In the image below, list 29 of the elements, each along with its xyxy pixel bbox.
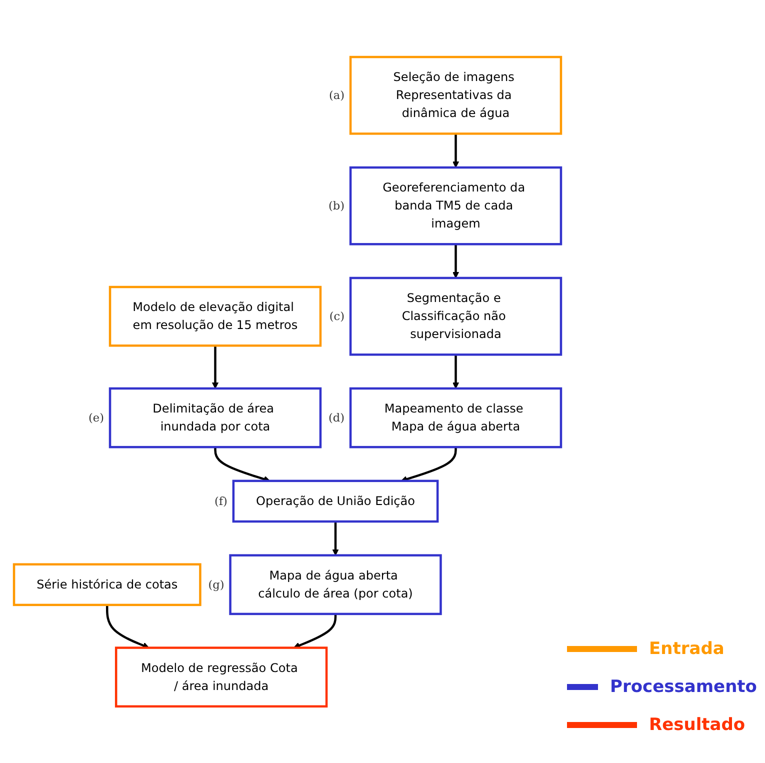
node-box: Série histórica de cotas (12, 563, 202, 606)
step-letter: (f) (214, 494, 228, 508)
node-box: Georeferenciamento da banda TM5 de cada imagem (349, 166, 562, 246)
arrow (214, 446, 270, 482)
node-box: Modelo de elevação digital em resolução de 15 metros (108, 286, 322, 347)
arrow (212, 345, 219, 389)
arrow (332, 521, 339, 556)
step-letter: (e) (88, 411, 104, 424)
arrow (106, 604, 150, 648)
arrow (293, 614, 337, 648)
arrow (452, 133, 460, 168)
step-letter: (a) (329, 88, 345, 102)
node-box: Mapeamento de classe Mapa de água aberta (349, 387, 562, 448)
step-letter: (g) (208, 578, 224, 592)
node-box: Mapa de água aberta cálculo de área (por cota) (229, 554, 442, 615)
node-box: Modelo de regressão Cota / área inundada (114, 646, 328, 708)
legend-label: Processamento (610, 677, 757, 697)
legend-label: Entrada (649, 639, 724, 659)
step-letter: (b) (328, 199, 345, 212)
node-box: Seleção de imagens Representativas da dinâmica de água (349, 56, 562, 135)
node-box: Segmentação e Classificação não supervisionada (349, 276, 562, 356)
arrow (400, 446, 457, 482)
step-letter: (c) (329, 310, 345, 323)
node-box: Operação de União Edição (232, 480, 439, 522)
arrow (452, 354, 460, 389)
step-letter: (d) (328, 411, 345, 424)
legend-label: Resultado (649, 715, 746, 735)
node-box: Delimitação de área inundada por cota (108, 387, 322, 448)
arrow (452, 244, 460, 278)
